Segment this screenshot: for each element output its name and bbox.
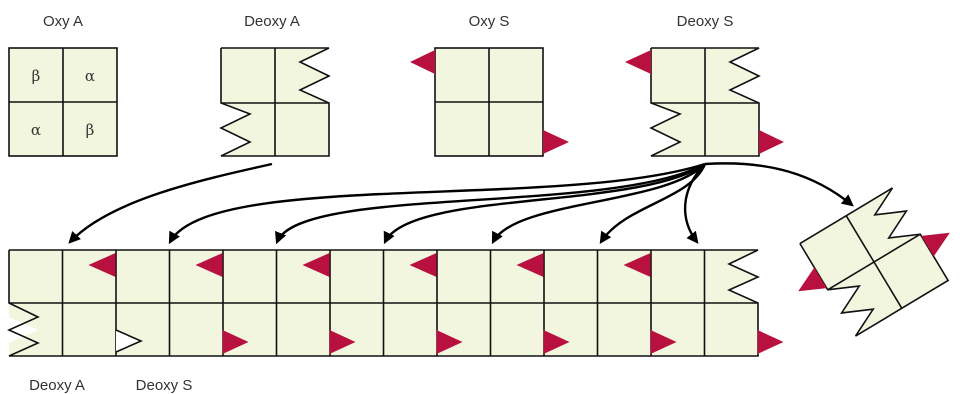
sticky-patch-icon <box>623 253 651 277</box>
sticky-patch-icon <box>516 253 544 277</box>
polymer-deoxy-a-label: Deoxy A <box>29 377 85 394</box>
oxy-s-tetramer <box>410 47 569 157</box>
deoxy-a-tetramer <box>219 47 331 157</box>
arrow-deoxy-s-to-polymer <box>599 163 707 245</box>
sticky-patch-icon <box>88 253 116 277</box>
deoxy-a-title: Deoxy A <box>244 13 300 30</box>
sticky-patch-icon <box>410 50 435 74</box>
empty-receptor-pocket <box>115 329 143 353</box>
polymer-end-notch <box>729 250 760 303</box>
polymer-deoxy-s-label: Deoxy S <box>136 377 193 394</box>
deoxy-s-tetramer <box>625 47 784 157</box>
arrow-deoxy-s-to-polymer <box>275 162 706 245</box>
beta-subunit-label: β <box>32 67 41 85</box>
sticky-patch-icon <box>195 253 223 277</box>
oxy-a-title: Oxy A <box>43 13 83 30</box>
alpha-subunit-label: α <box>31 121 41 139</box>
arrow-deoxy-s-to-free-tetramer <box>704 162 854 207</box>
sticky-patch-icon <box>409 253 437 277</box>
polymer-outline <box>7 249 760 357</box>
deoxy-s-title: Deoxy S <box>677 13 734 30</box>
sticky-patch-icon <box>625 50 651 74</box>
arrow-deoxy-a-to-polymer <box>68 162 273 244</box>
sticky-patch-icon <box>222 330 249 354</box>
arrow-deoxy-s-to-polymer <box>168 162 706 245</box>
rotated-deoxy-s-tetramer <box>798 187 950 337</box>
aggregation-arrows <box>68 162 854 245</box>
arrow-deoxy-s-to-polymer <box>491 163 706 245</box>
oxy-a-tetramer: β α α β <box>8 47 118 157</box>
sticky-patch-icon <box>543 330 570 354</box>
arrow-deoxy-s-to-polymer <box>383 163 706 245</box>
oxy-s-title: Oxy S <box>469 13 510 30</box>
polymer-start-notch <box>7 317 38 343</box>
hbs-polymer-strand <box>7 249 784 357</box>
beta-subunit-label: β <box>86 121 95 139</box>
sticky-patch-icon <box>757 330 784 354</box>
sticky-patch-icon <box>650 330 677 354</box>
sticky-patch-icon <box>329 330 356 354</box>
alpha-subunit-label: α <box>85 67 95 85</box>
sticky-patch-icon <box>921 232 950 257</box>
sticky-patch-icon <box>759 130 784 154</box>
sticky-patch-icon <box>302 253 330 277</box>
sticky-patch-icon <box>436 330 463 354</box>
arrow-deoxy-s-to-polymer <box>684 163 706 244</box>
sticky-patch-icon <box>543 130 569 154</box>
sticky-patch-icon <box>798 267 827 292</box>
